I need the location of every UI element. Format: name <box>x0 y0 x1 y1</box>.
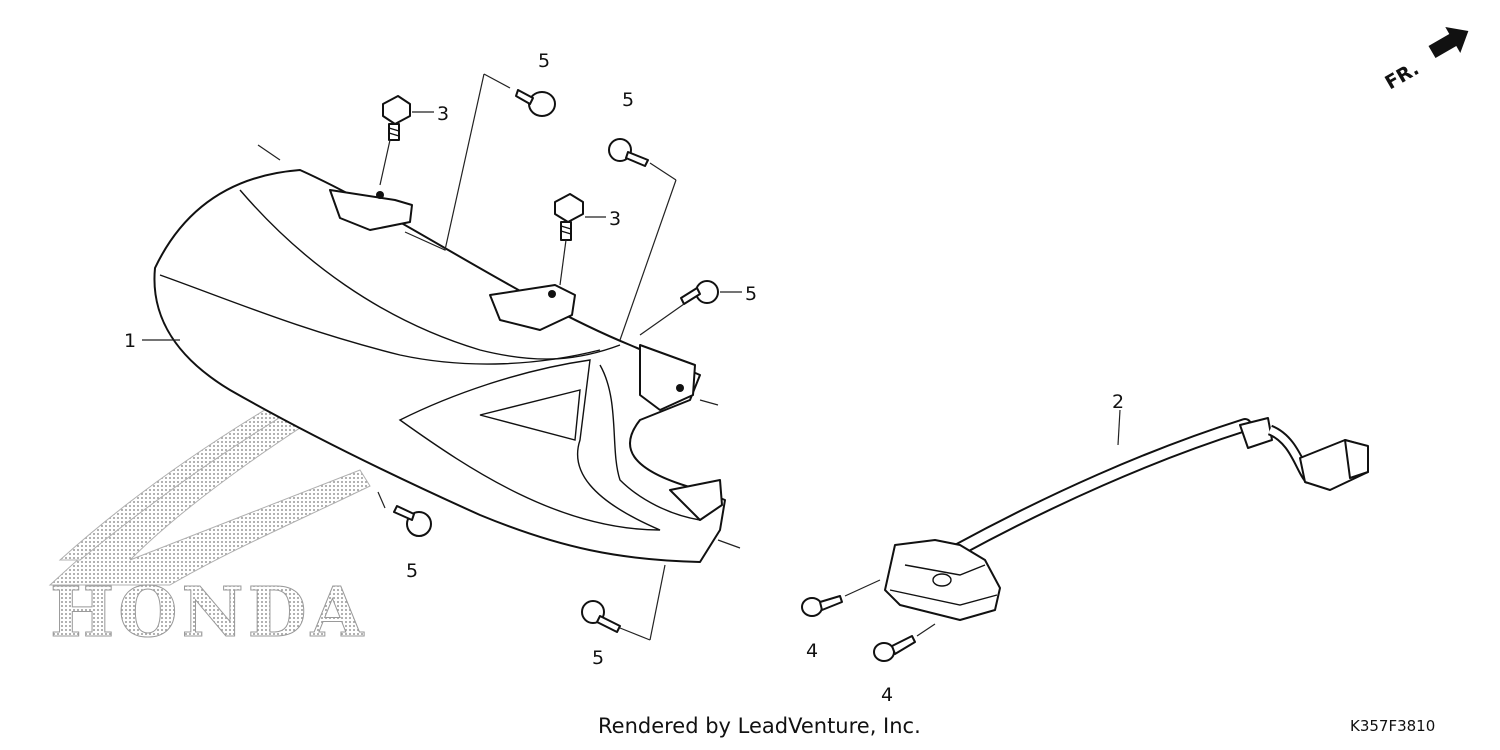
fr-label: FR. <box>1381 58 1422 95</box>
callout-4: 4 <box>806 640 818 662</box>
credit-text: Rendered by LeadVenture, Inc. <box>598 714 921 738</box>
part-2-wire-harness[interactable] <box>884 417 1369 621</box>
leader-lines <box>142 73 1121 641</box>
callout-2: 2 <box>1112 391 1124 413</box>
diagram-code: K357F3810 <box>1350 717 1435 735</box>
callout-5: 5 <box>592 647 604 669</box>
callout-5: 5 <box>745 283 757 305</box>
callout-3: 3 <box>437 103 449 125</box>
callout-3: 3 <box>609 208 621 230</box>
part-4-screw[interactable] <box>873 623 936 662</box>
part-4-screw[interactable] <box>801 579 881 617</box>
part-3-bolt[interactable] <box>554 193 606 241</box>
callout-5: 5 <box>538 50 550 72</box>
callout-5: 5 <box>406 560 418 582</box>
front-direction-indicator: FR. <box>1381 27 1469 95</box>
part-5-screw[interactable] <box>680 280 742 305</box>
part-5-screw[interactable] <box>393 505 432 537</box>
callout-1: 1 <box>124 330 136 352</box>
part-5-screw[interactable] <box>608 138 677 181</box>
honda-wordmark-watermark: HONDA <box>50 573 367 653</box>
callout-5: 5 <box>622 89 634 111</box>
part-3-bolt[interactable] <box>382 95 434 141</box>
part-5-screw[interactable] <box>483 73 556 117</box>
part-1-headlight-assembly[interactable] <box>153 144 741 563</box>
part-5-screw[interactable] <box>581 600 621 633</box>
callout-4: 4 <box>881 684 893 706</box>
